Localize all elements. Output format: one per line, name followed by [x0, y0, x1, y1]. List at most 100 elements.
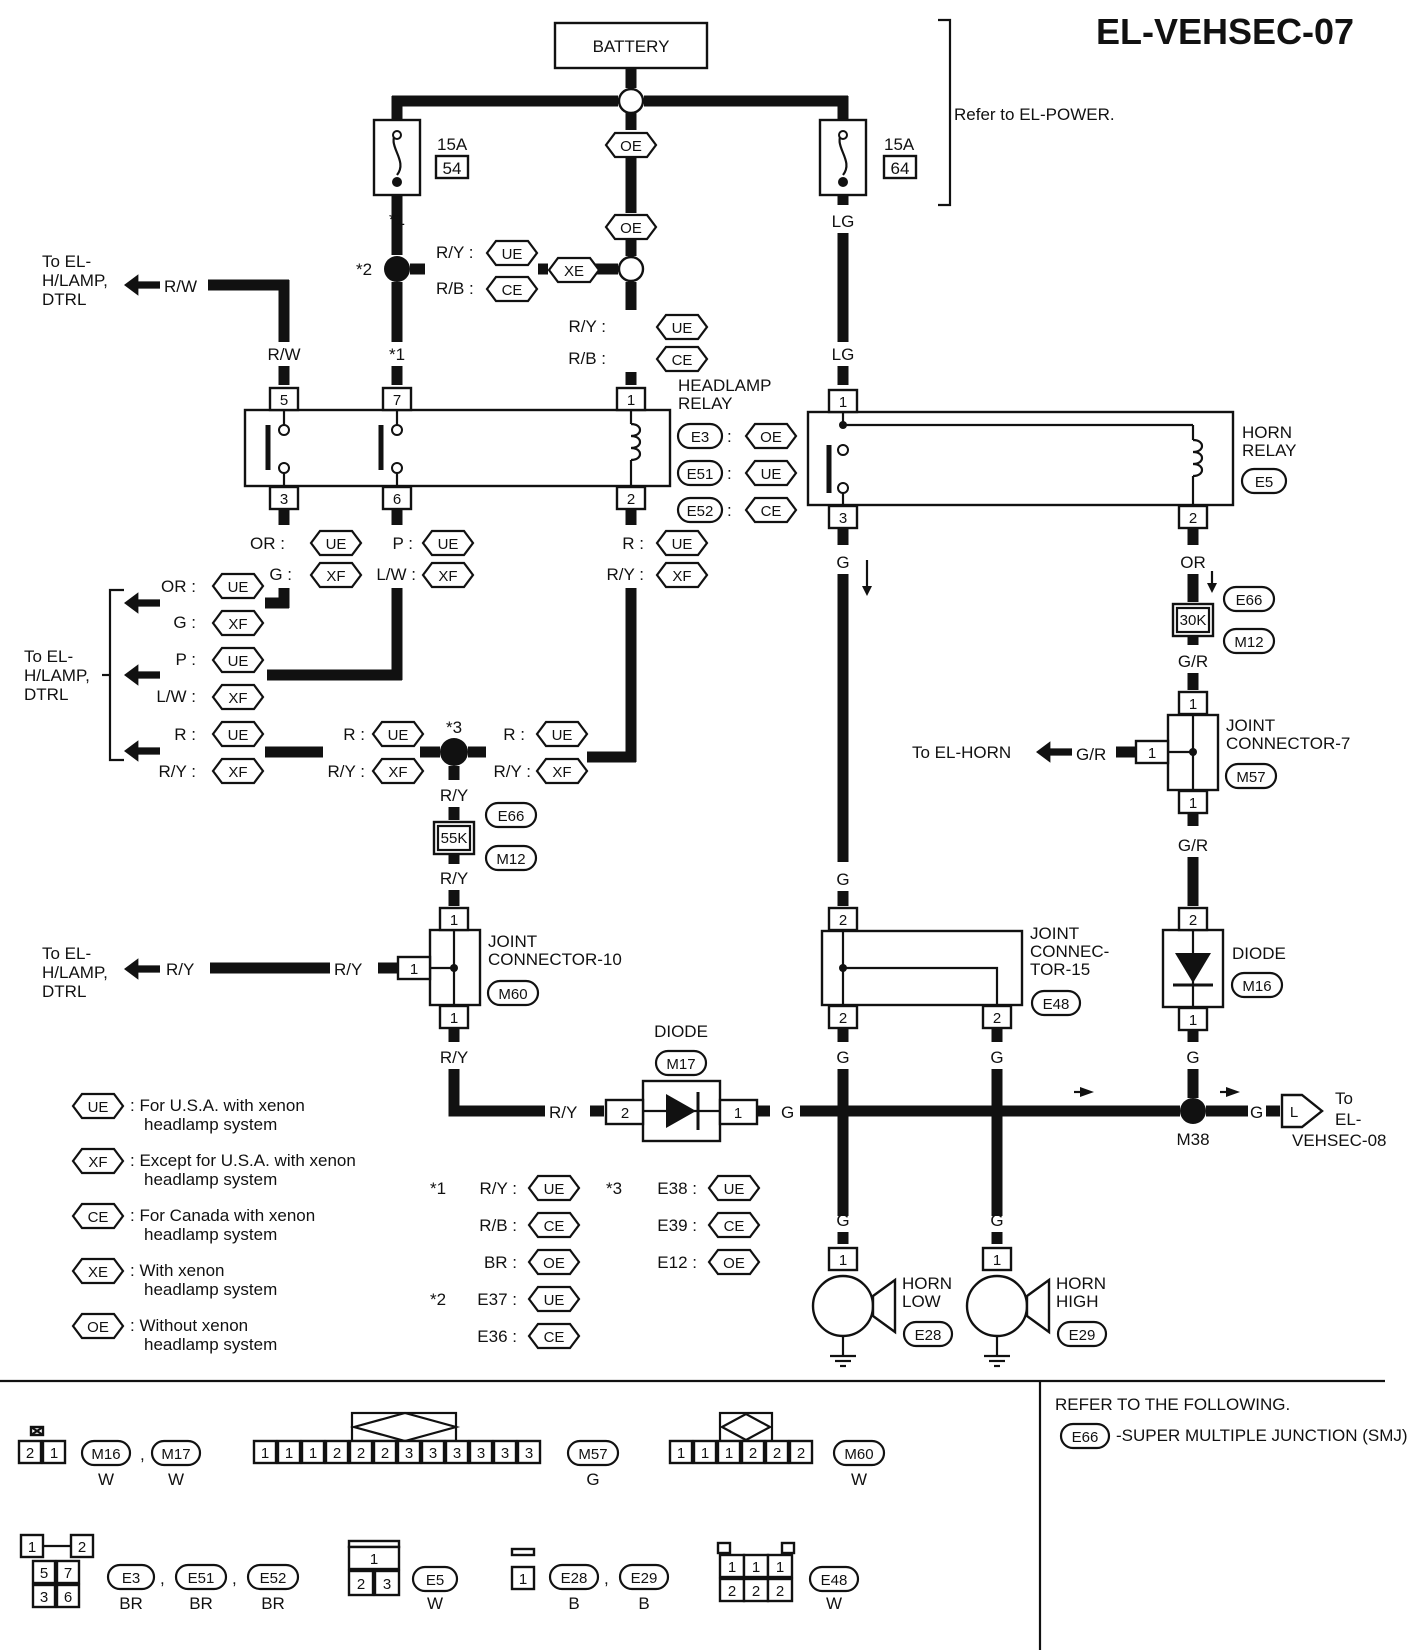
st1-r0-c: UE: [544, 1181, 565, 1198]
jc7-pin-left: 1: [1148, 745, 1156, 762]
c-m16-cell1: 1: [50, 1445, 58, 1462]
battery: BATTERY: [553, 21, 709, 70]
jc10-name-a: JOINT: [488, 932, 537, 951]
connector-cell: 1: [725, 1445, 733, 1462]
out-ue-1: UE: [228, 579, 249, 596]
s3-right-ue: UE: [552, 727, 573, 744]
smj-55k: 55K E66 M12: [432, 801, 538, 872]
bus-junction-top: [617, 87, 645, 115]
conn-e3: E3: [691, 429, 709, 446]
headlamp-relay-name-b: RELAY: [678, 394, 733, 413]
st1-r0: R/Y :: [480, 1179, 517, 1198]
svg-text:,: ,: [604, 1569, 609, 1588]
battery-label: BATTERY: [593, 37, 670, 56]
wire-g-3: G :: [269, 565, 292, 584]
star1-top: *1: [389, 210, 405, 229]
m38-splice: [1180, 1098, 1206, 1124]
connector-cell-box: [420, 1439, 446, 1465]
connector-cell-box: [468, 1439, 494, 1465]
fuse-64-amp: 15A: [884, 135, 915, 154]
connector-cell: 1: [285, 1445, 293, 1462]
connector-cell: 1: [701, 1445, 709, 1462]
connector-cell-box: [692, 1439, 718, 1465]
star-table: *1 R/Y : UE R/B : CE BR : OE *2 E37 : UE…: [430, 1174, 761, 1350]
connector-e28-e29: 1 E28 , E29 B B: [510, 1547, 670, 1613]
conn-e5: E5: [1255, 474, 1273, 491]
c-e29-id: E29: [631, 1570, 658, 1587]
c-m16-id: M16: [91, 1446, 120, 1463]
st2-r1: E36 :: [477, 1327, 517, 1346]
wire-g-m17: G: [781, 1103, 794, 1122]
jc15-pin-top: 2: [839, 912, 847, 929]
to-hlamp-3-b: H/LAMP,: [42, 963, 108, 982]
conn-m16: M16: [1242, 978, 1271, 995]
refer-following: REFER TO THE FOLLOWING.: [1055, 1395, 1290, 1414]
xe-junction: [617, 255, 645, 283]
jc10-name-b: CONNECTOR-10: [488, 950, 622, 969]
wire-g-out: G: [1250, 1103, 1263, 1122]
legend-code-3: XE: [88, 1264, 108, 1281]
to-hlamp-2-c: DTRL: [24, 685, 68, 704]
connector-cell: 2: [773, 1445, 781, 1462]
conn-m17: M17: [666, 1056, 695, 1073]
to-hlamp-2-b: H/LAMP,: [24, 666, 90, 685]
headlamp-relay-name-a: HEADLAMP: [678, 376, 772, 395]
c-m16-cell0: 2: [26, 1445, 34, 1462]
out-p: P :: [176, 650, 196, 669]
out-or: OR :: [161, 577, 196, 596]
s3-left-ue: UE: [388, 727, 409, 744]
horn-relay-pin-2: 2: [1189, 510, 1197, 527]
s3-right-r: R :: [503, 725, 525, 744]
wire-rw-left: R/W: [164, 277, 197, 296]
code-xf-p6: XF: [438, 568, 457, 585]
c-m16-color: W: [98, 1470, 114, 1489]
out-r: R :: [174, 725, 196, 744]
to-hlamp-3-a: To EL-: [42, 944, 91, 963]
jc15-name-c: TOR-15: [1030, 960, 1090, 979]
wire-ry-star2: R/Y :: [436, 243, 473, 262]
star2-splice: [384, 256, 410, 282]
c-e3-id: E3: [122, 1570, 140, 1587]
connector-cell-box: [740, 1439, 766, 1465]
hl-pin-3: 3: [280, 491, 288, 508]
svg-text:L: L: [1290, 1104, 1298, 1121]
wire-lg-top: LG: [832, 212, 855, 231]
c-e28-c0: 1: [519, 1571, 527, 1588]
to-hlamp-1-c: DTRL: [42, 290, 86, 309]
wire-rb-relay1: R/B :: [568, 349, 606, 368]
s3-left-xf: XF: [388, 764, 407, 781]
c-e5-c0: 1: [370, 1551, 378, 1568]
jc10-pin-bot: 1: [450, 1010, 458, 1027]
c-e48-c4: 2: [752, 1583, 760, 1600]
jc15-name-b: CONNEC-: [1030, 942, 1109, 961]
wire-p-6: P :: [393, 534, 413, 553]
wire-ry-relay1: R/Y :: [569, 317, 606, 336]
svg-text::: :: [727, 501, 732, 520]
legend-code-2: CE: [88, 1209, 109, 1226]
code-ue-relay1: UE: [672, 320, 693, 337]
c-e3-c1: 2: [78, 1539, 86, 1556]
connector-cell-box: [372, 1439, 398, 1465]
code-oe-e3: OE: [760, 429, 782, 446]
code-ce-star2: CE: [502, 282, 523, 299]
hl-pin-2: 2: [627, 491, 635, 508]
connector-cell: 3: [501, 1445, 509, 1462]
wire-lg: LG: [832, 345, 855, 364]
conn-e51: E51: [687, 466, 714, 483]
horn-low-name-b: LOW: [902, 1292, 941, 1311]
code-oe-2: OE: [620, 220, 642, 237]
st3-r0: E38 :: [657, 1179, 697, 1198]
conn-e29: E29: [1069, 1327, 1096, 1344]
connector-cell-box: [444, 1439, 470, 1465]
s3-right-ry: R/Y :: [494, 762, 531, 781]
connector-cell-box: [276, 1439, 302, 1465]
hl-pin-6: 6: [393, 491, 401, 508]
out-g: G :: [173, 613, 196, 632]
